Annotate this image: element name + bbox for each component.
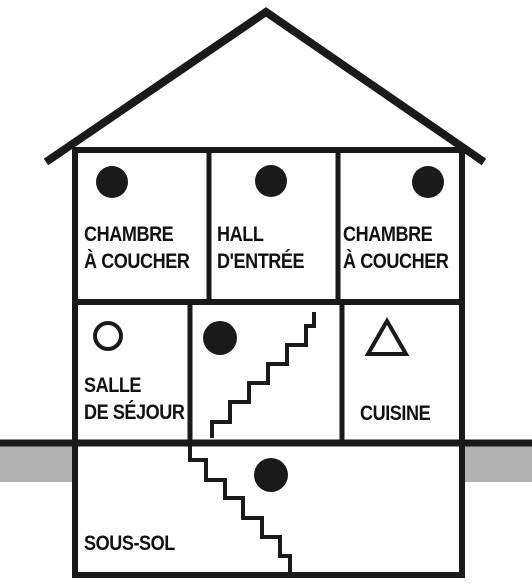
stairs-upper <box>210 312 316 438</box>
stairs-lower <box>188 443 292 575</box>
filled-circle-icon <box>203 321 237 355</box>
outer-walls <box>72 147 465 578</box>
ground-right <box>462 446 532 482</box>
room-label-bedroom-right: CHAMBRE À COUCHER <box>343 223 449 273</box>
open-triangle-icon <box>364 316 410 356</box>
room-label-living-room: SALLE DE SÉJOUR <box>84 374 185 424</box>
open-circle-icon <box>93 321 123 351</box>
room-label-bedroom-left: CHAMBRE À COUCHER <box>84 223 190 273</box>
filled-circle-icon <box>96 166 128 198</box>
room-label-hall: HALL D'ENTRÉE <box>217 223 305 273</box>
room-label-kitchen: CUISINE <box>360 402 431 425</box>
room-label-basement: SOUS-SOL <box>84 532 175 555</box>
roof <box>43 7 487 166</box>
filled-circle-icon <box>412 166 444 198</box>
ground-left <box>0 446 72 482</box>
filled-circle-icon <box>254 458 288 492</box>
filled-circle-icon <box>255 165 287 197</box>
